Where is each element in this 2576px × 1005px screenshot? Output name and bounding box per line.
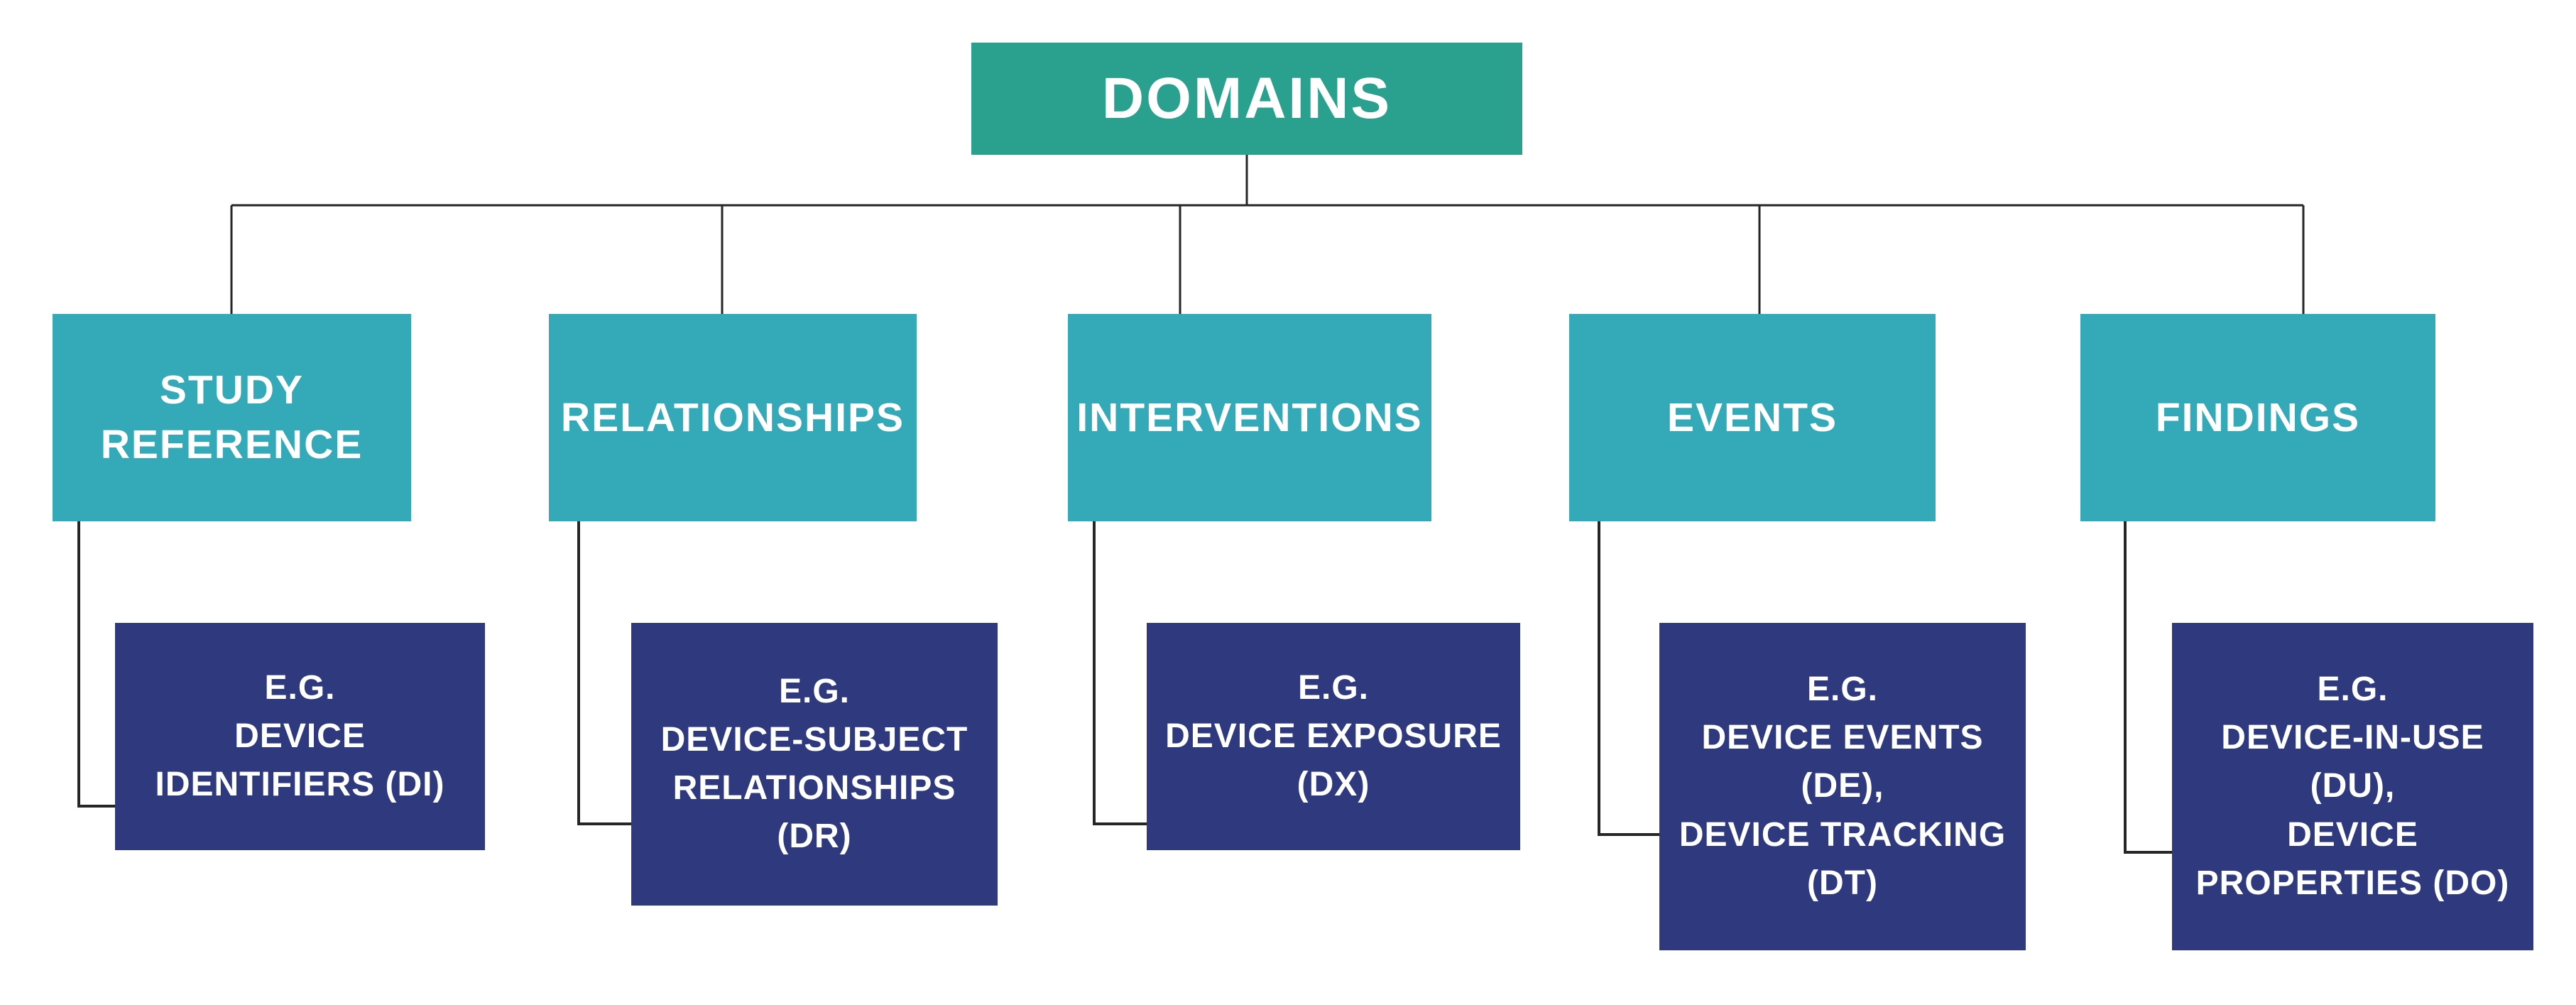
branch-box-interventions: INTERVENTIONS [1068,314,1431,521]
connector-elbow-findings [2124,521,2172,854]
domains-root-box: DOMAINS [971,43,1522,155]
connector-elbow-events [1598,521,1659,836]
connector-elbow-study-reference [77,521,115,808]
branch-box-relationships: RELATIONSHIPS [549,314,917,521]
example-box-device-events-tracking: E.G. DEVICE EVENTS (DE), DEVICE TRACKING… [1659,623,2026,950]
example-box-device-in-use-properties: E.G. DEVICE-IN-USE (DU), DEVICE PROPERTI… [2172,623,2533,950]
example-box-device-subject-relationships: E.G. DEVICE-SUBJECT RELATIONSHIPS (DR) [631,623,998,906]
connector-elbow-interventions [1093,521,1147,825]
branch-box-study-reference: STUDY REFERENCE [53,314,411,521]
connector-elbow-relationships [577,521,631,825]
branch-box-events: EVENTS [1569,314,1936,521]
example-box-device-identifiers: E.G. DEVICE IDENTIFIERS (DI) [115,623,485,850]
branch-box-findings: FINDINGS [2080,314,2435,521]
example-box-device-exposure: E.G. DEVICE EXPOSURE (DX) [1147,623,1520,850]
